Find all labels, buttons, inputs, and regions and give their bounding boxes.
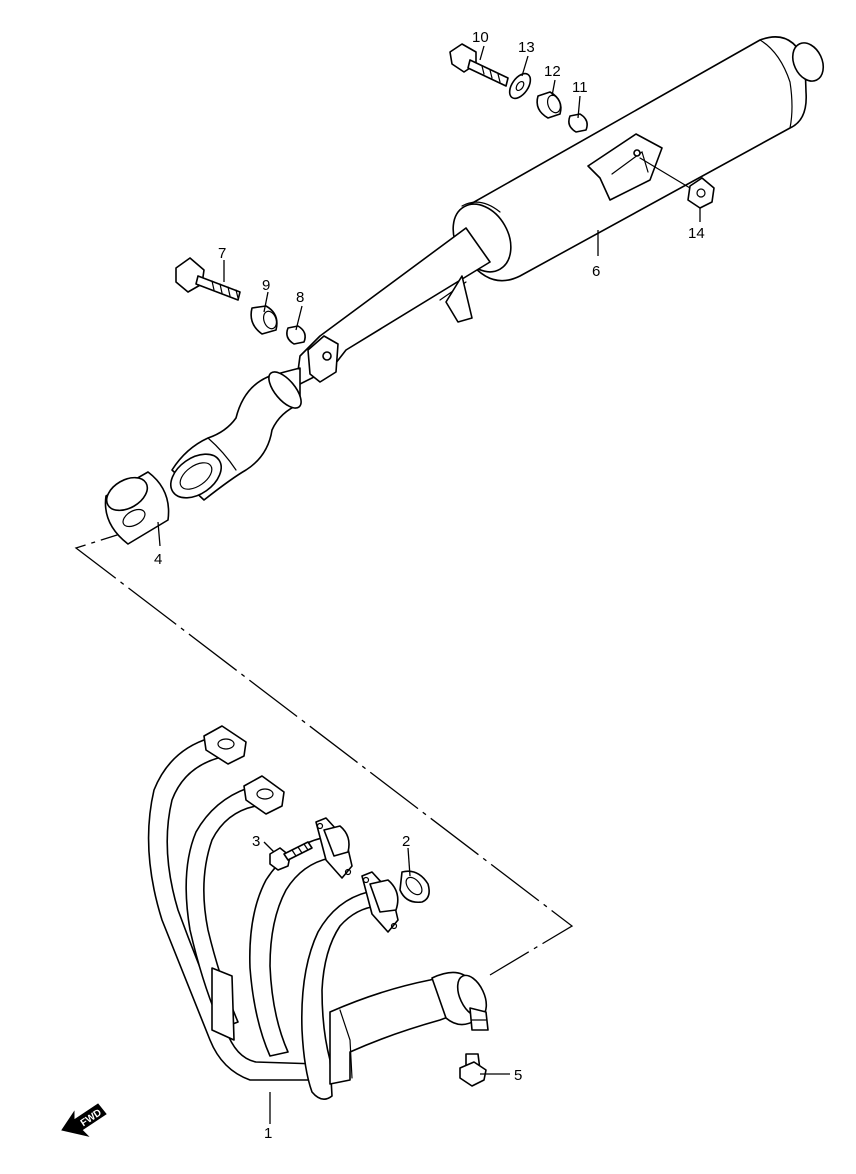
cushion-12 <box>536 91 562 119</box>
callout-12: 12 <box>544 63 561 80</box>
bolt-5 <box>459 1053 487 1087</box>
forward-arrow-icon: FWD <box>61 1103 107 1137</box>
callout-1: 1 <box>264 1125 272 1142</box>
callout-13: 13 <box>518 39 535 56</box>
assembly-centerline <box>74 521 574 976</box>
bush-11 <box>568 113 588 133</box>
callout-4: 4 <box>154 551 162 568</box>
bolt-3 <box>269 841 313 871</box>
callout-11: 11 <box>572 79 588 96</box>
callout-8: 8 <box>296 289 304 306</box>
spacer-9 <box>250 305 278 335</box>
nut-14 <box>687 177 715 209</box>
bolt-10 <box>449 43 509 87</box>
bolt-7 <box>175 257 241 301</box>
callout-3: 3 <box>252 833 260 850</box>
exhaust-gasket <box>104 471 170 545</box>
callout-14: 14 <box>688 225 705 242</box>
bush-8 <box>286 325 306 345</box>
exhaust-pipe-assembly <box>147 725 489 1100</box>
callout-5: 5 <box>514 1067 522 1084</box>
callout-2: 2 <box>402 833 410 850</box>
muffler <box>170 36 825 501</box>
callout-6: 6 <box>592 263 600 280</box>
washer-13 <box>508 72 532 100</box>
callout-9: 9 <box>262 277 270 294</box>
nut-axis <box>639 157 691 189</box>
callout-10: 10 <box>472 29 489 46</box>
gasket-ring-2 <box>399 870 430 904</box>
callout-7: 7 <box>218 245 226 262</box>
